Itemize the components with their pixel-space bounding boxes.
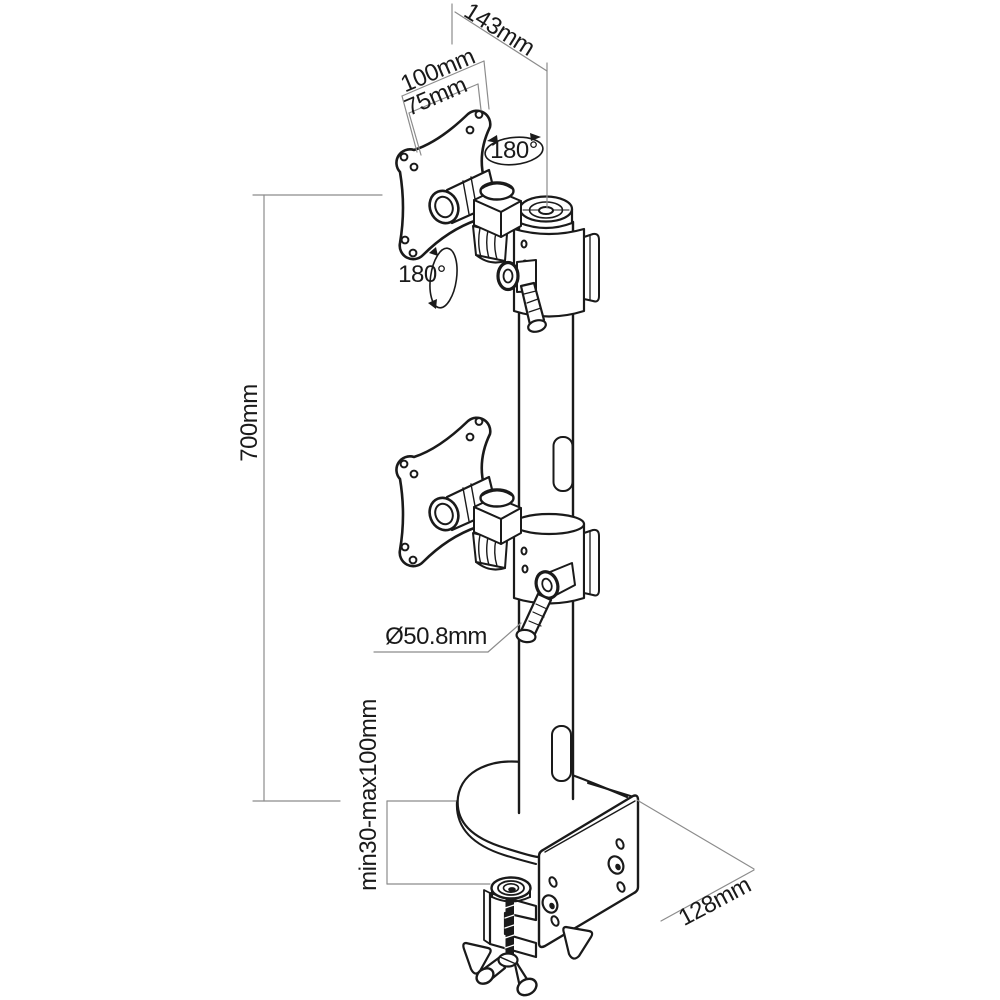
dim-128mm bbox=[636, 799, 755, 922]
pole-collar-top bbox=[496, 195, 600, 333]
tension-lever-top bbox=[496, 259, 547, 333]
bracket-hole bbox=[615, 838, 625, 850]
vesa-plate bbox=[395, 416, 498, 568]
dim-label-pole-diameter: Ø50.8mm bbox=[385, 623, 487, 650]
ball-joint bbox=[428, 168, 522, 264]
clamp-top-knob bbox=[490, 876, 532, 903]
bracket-foot-front bbox=[462, 941, 492, 975]
collar-hinge-tab bbox=[583, 528, 600, 597]
clamp-wing-knob bbox=[475, 952, 538, 997]
dim-label-clamp-range: min30-max100mm bbox=[355, 699, 382, 891]
dim-label-pole-height: 700mm bbox=[236, 384, 263, 462]
tension-lever-mid bbox=[515, 562, 576, 644]
dim-143mm bbox=[451, 3, 548, 209]
pole-collar-mid bbox=[512, 512, 600, 644]
leader-diameter bbox=[373, 622, 522, 653]
swivel-arrow-side bbox=[428, 247, 458, 309]
desk-clamp bbox=[475, 876, 538, 997]
clamp-screw-rod bbox=[504, 898, 515, 960]
pole-slot-mid bbox=[552, 436, 574, 492]
swivel-arrow-top bbox=[484, 133, 544, 166]
mid-vesa-assembly bbox=[395, 416, 522, 571]
top-vesa-assembly bbox=[395, 109, 522, 264]
bracket-foot-rear bbox=[562, 925, 594, 960]
bracket-hole bbox=[548, 876, 558, 888]
ball-joint bbox=[428, 475, 522, 571]
dim-clamp-range bbox=[386, 800, 491, 885]
swivel-label-top: 180° bbox=[490, 137, 538, 164]
base-bracket bbox=[462, 794, 640, 975]
dimension-lines bbox=[252, 3, 755, 922]
vesa-plate bbox=[395, 109, 498, 261]
dim-75mm bbox=[408, 83, 482, 156]
dim-100mm bbox=[401, 60, 490, 153]
pole-slot-bottom bbox=[551, 725, 572, 782]
bracket-hole bbox=[550, 915, 560, 927]
swivel-label-side: 180° bbox=[398, 261, 446, 288]
dim-700mm bbox=[252, 194, 383, 802]
collar-hinge-tab bbox=[583, 232, 600, 303]
bracket-hole bbox=[616, 881, 626, 893]
